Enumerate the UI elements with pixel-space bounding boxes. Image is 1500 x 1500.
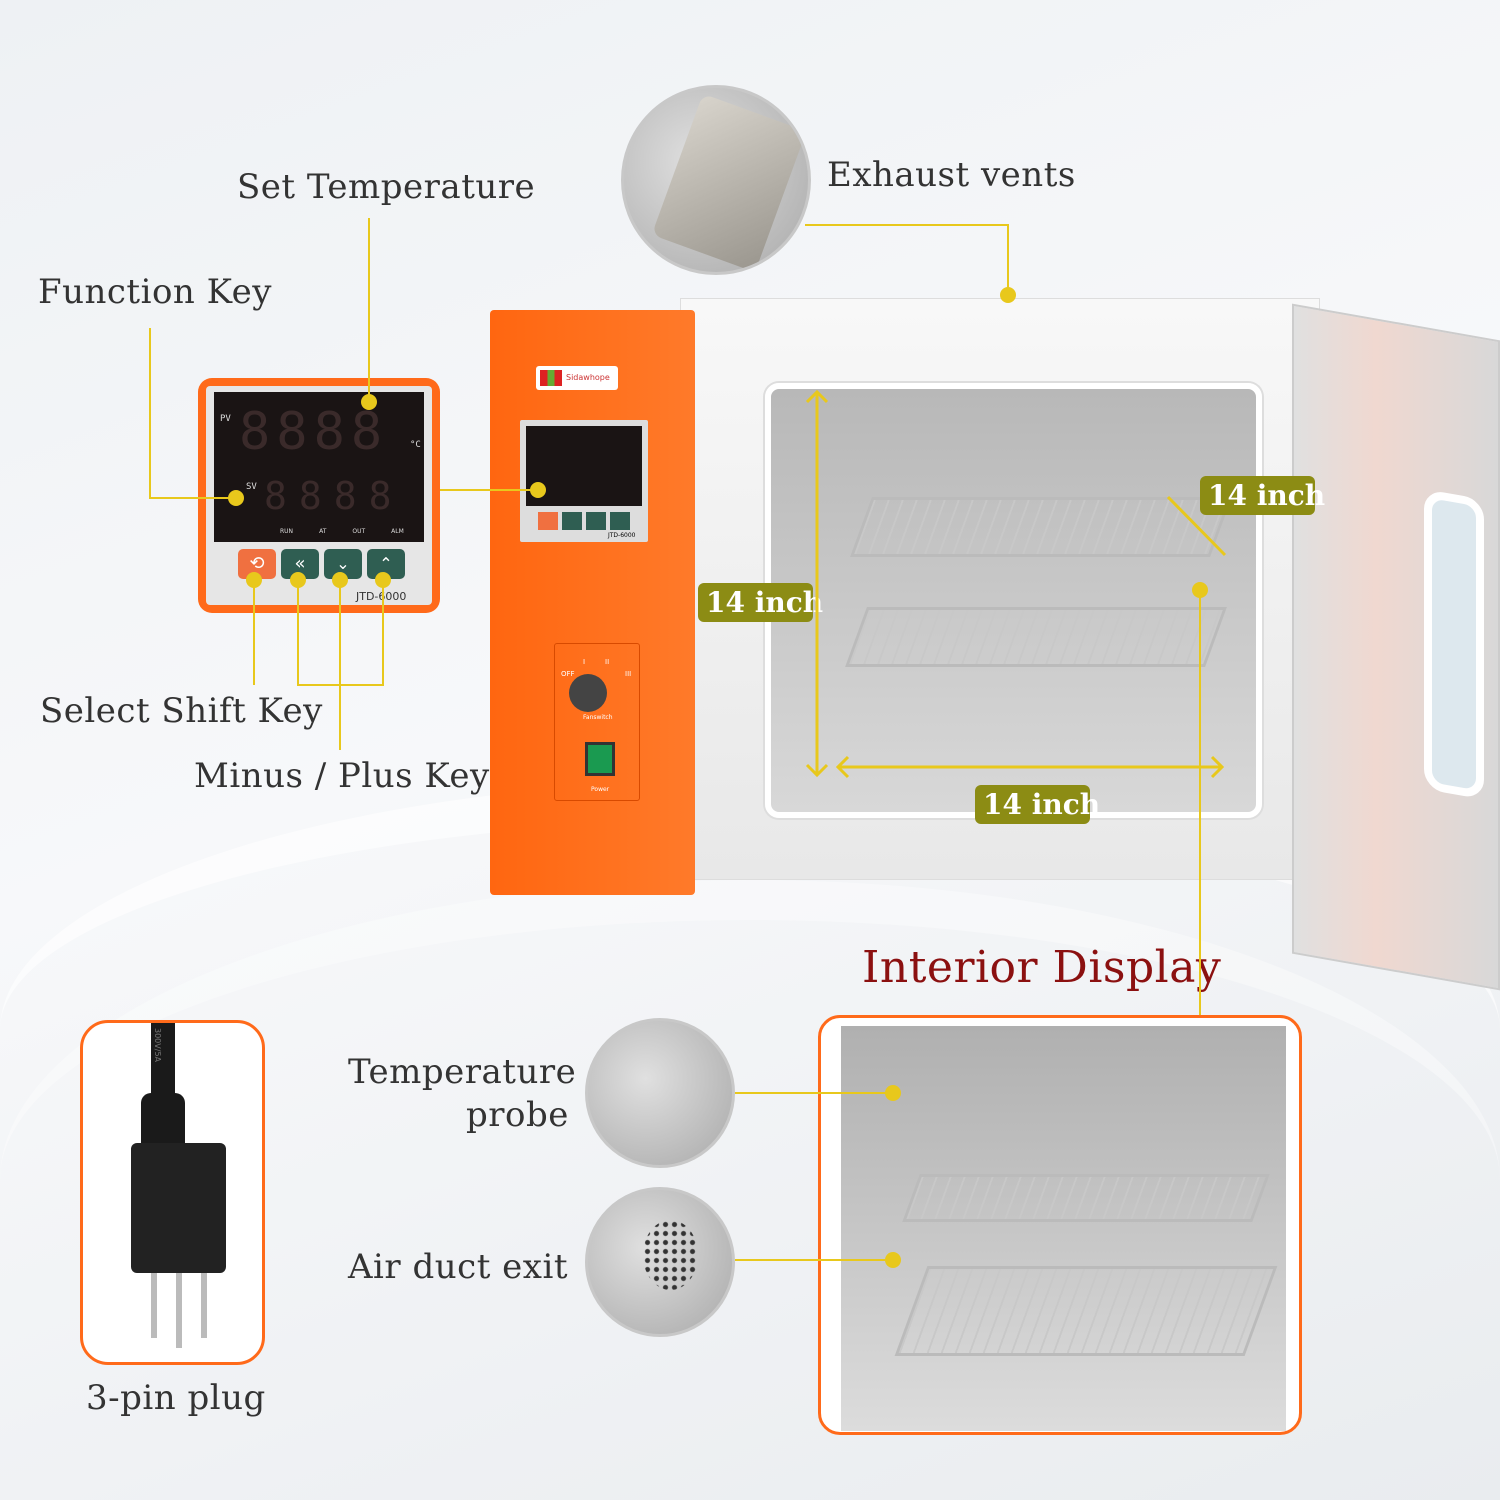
alm-indicator: ALM: [391, 528, 404, 535]
depth-badge: 14 inch: [1200, 476, 1325, 515]
fan-knob[interactable]: [569, 674, 607, 712]
controller-closeup: PV 8888 °C SV 8888 RUN AT OUT ALM ⟲ « ⌄ …: [198, 378, 440, 613]
set-temperature-label: Set Temperature: [237, 167, 536, 207]
temperature-probe-label: Temperature: [348, 1052, 577, 1092]
power-switch[interactable]: [585, 742, 615, 776]
run-indicator: RUN: [280, 528, 294, 535]
interior-display-photo: [818, 1015, 1302, 1435]
control-panel: Sidawhope JTD-6000 OFF I II III Fanswitc…: [490, 310, 695, 895]
panel-model-label: JTD-6000: [608, 532, 636, 539]
exhaust-vent-closeup: [621, 85, 811, 275]
power-label: Power: [591, 786, 610, 793]
pv-display: 8888: [239, 402, 389, 462]
width-arrow: [835, 755, 1225, 779]
select-shift-key-label: Select Shift Key: [40, 691, 323, 731]
unit-label: °C: [410, 440, 421, 450]
depth-arrow: [1166, 495, 1227, 557]
air-duct-exit-label: Air duct exit: [348, 1247, 568, 1287]
air-duct-closeup: [585, 1187, 735, 1337]
switch-panel: OFF I II III Fanswitch Power: [554, 643, 640, 801]
exhaust-line: [805, 224, 1009, 295]
temperature-probe-label-2: probe: [466, 1095, 569, 1135]
height-badge: 14 inch: [698, 583, 823, 622]
panel-controller[interactable]: JTD-6000: [520, 420, 648, 542]
exhaust-vents-label: Exhaust vents: [827, 155, 1076, 195]
plug-label: 3-pin plug: [86, 1378, 266, 1418]
out-indicator: OUT: [352, 528, 366, 535]
sv-display: 8888: [264, 474, 404, 518]
interior-display-title: Interior Display: [862, 942, 1222, 993]
fan-switch-label: Fanswitch: [583, 714, 613, 721]
pv-label: PV: [220, 414, 231, 424]
function-key-label: Function Key: [38, 272, 272, 312]
at-indicator: AT: [319, 528, 327, 535]
sv-label: SV: [246, 482, 257, 492]
model-label: JTD-6000: [356, 590, 407, 603]
brand-logo: Sidawhope: [536, 366, 618, 390]
width-badge: 14 inch: [975, 785, 1100, 824]
plug-photo: 300V/5A: [80, 1020, 265, 1365]
height-arrow: [805, 389, 829, 778]
temperature-probe-closeup: [585, 1018, 735, 1168]
cable-text: 300V/5A: [153, 1028, 162, 1062]
function-key-line: [149, 328, 236, 499]
minus-plus-key-label: Minus / Plus Key: [194, 756, 490, 796]
